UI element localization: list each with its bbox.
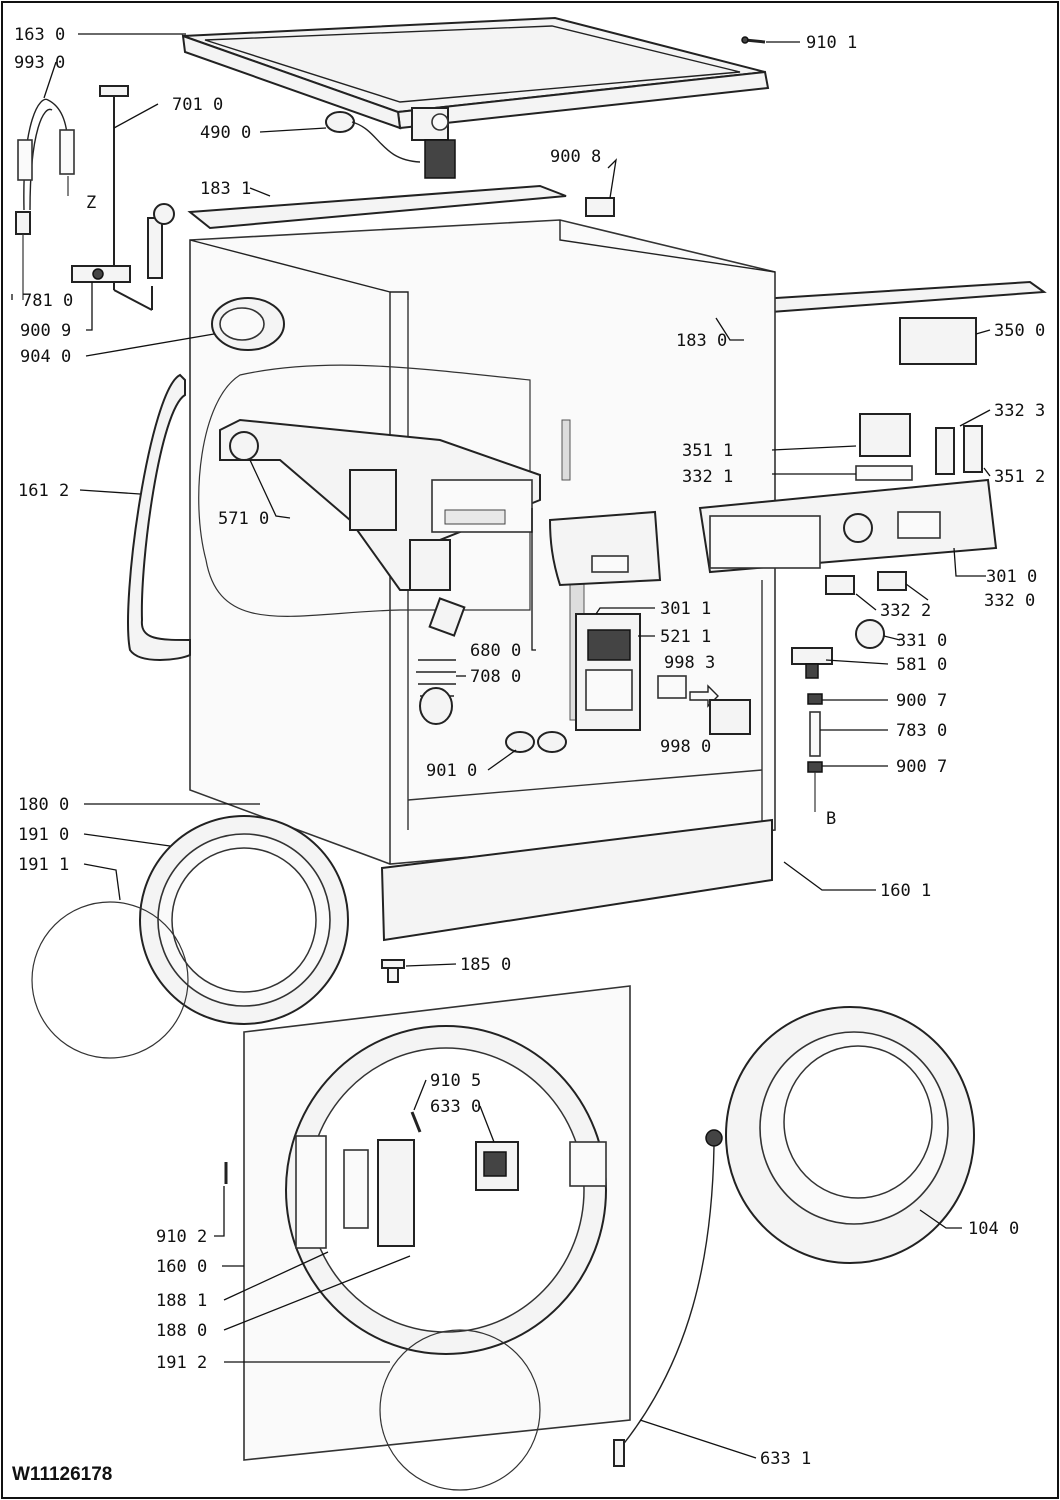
callout-332-0: 332 0 xyxy=(984,591,1035,611)
pressure-tube xyxy=(99,85,153,311)
callout-350-0: 350 0 xyxy=(994,321,1045,341)
callout-783-0: 783 0 xyxy=(896,721,947,741)
callout-910-2: 910 2 xyxy=(156,1227,207,1247)
callout-104-0: 104 0 xyxy=(968,1219,1019,1239)
callout-301-1: 301 1 xyxy=(660,599,711,619)
foot xyxy=(381,959,405,983)
callout-998-0: 998 0 xyxy=(660,737,711,757)
callout-labels: 163 0 993 0 701 0 490 0 910 1 900 8 183 … xyxy=(14,25,1045,1469)
marker-z: Z xyxy=(86,193,96,213)
rear-rail xyxy=(187,184,567,230)
callout-188-1: 188 1 xyxy=(156,1291,207,1311)
callout-571-0: 571 0 xyxy=(218,509,269,529)
callout-331-0: 331 0 xyxy=(896,631,947,651)
inlet-valve xyxy=(325,107,456,179)
electronic-module xyxy=(575,613,641,731)
callout-351-1: 351 1 xyxy=(682,441,733,461)
callout-191-2: 191 2 xyxy=(156,1353,207,1373)
detail-circle-lower xyxy=(379,1329,541,1491)
callout-993-0: 993 0 xyxy=(14,53,65,73)
callout-900-9: 900 9 xyxy=(20,321,71,341)
dampers xyxy=(505,731,567,753)
callout-332-2: 332 2 xyxy=(880,601,931,621)
document-id: W11126178 xyxy=(12,1464,113,1485)
callout-521-1: 521 1 xyxy=(660,627,711,647)
detail-circle-upper xyxy=(31,901,189,1059)
bracket-900-8 xyxy=(585,197,615,217)
lock-wire xyxy=(613,1129,723,1467)
marker-b: B xyxy=(826,809,836,829)
callout-183-1: 183 1 xyxy=(200,179,251,199)
callout-901-0: 901 0 xyxy=(426,761,477,781)
hose-elbow xyxy=(147,203,175,279)
callout-160-1: 160 1 xyxy=(880,881,931,901)
callout-633-1: 633 1 xyxy=(760,1449,811,1469)
rear-port xyxy=(211,297,285,351)
callout-900-7-upper: 900 7 xyxy=(896,691,947,711)
callout-180-0: 180 0 xyxy=(18,795,69,815)
cable-clamp xyxy=(71,265,131,283)
callout-708-0: 708 0 xyxy=(470,667,521,687)
callout-160-0: 160 0 xyxy=(156,1257,207,1277)
callout-998-3: 998 3 xyxy=(664,653,715,673)
callout-781-0: 781 0 xyxy=(22,291,73,311)
front-panel xyxy=(243,985,631,1461)
callout-910-5: 910 5 xyxy=(430,1071,481,1091)
callout-191-1: 191 1 xyxy=(18,855,69,875)
rear-support-bar xyxy=(127,373,191,661)
top-cover xyxy=(181,16,770,130)
dispenser-drawer xyxy=(548,510,662,587)
callout-332-3: 332 3 xyxy=(994,401,1045,421)
callout-188-0: 188 0 xyxy=(156,1321,207,1341)
callout-183-0: 183 0 xyxy=(676,331,727,351)
callout-701-0: 701 0 xyxy=(172,95,223,115)
callout-332-1: 332 1 xyxy=(682,467,733,487)
callout-351-2: 351 2 xyxy=(994,467,1045,487)
kickplate xyxy=(380,818,773,942)
callout-910-1: 910 1 xyxy=(806,33,857,53)
pressure-switch xyxy=(791,647,833,679)
callout-900-7-lower: 900 7 xyxy=(896,757,947,777)
callout-581-0: 581 0 xyxy=(896,655,947,675)
callout-191-0: 191 0 xyxy=(18,825,69,845)
electronic-boards xyxy=(855,317,983,481)
buttons-and-knob xyxy=(825,571,907,649)
pressure-hose-set xyxy=(807,693,823,812)
module-accessories xyxy=(657,675,751,735)
dispenser-hose xyxy=(416,597,466,725)
power-cable xyxy=(15,98,75,300)
callout-185-0: 185 0 xyxy=(460,955,511,975)
callout-904-0: 904 0 xyxy=(20,347,71,367)
door-gasket xyxy=(139,815,349,1025)
control-panel xyxy=(698,478,998,574)
callout-163-0: 163 0 xyxy=(14,25,65,45)
screw-910-1 xyxy=(741,36,766,44)
door xyxy=(725,1006,975,1264)
callout-161-2: 161 2 xyxy=(18,481,69,501)
callout-490-0: 490 0 xyxy=(200,123,251,143)
callout-301-0: 301 0 xyxy=(986,567,1037,587)
door-lock xyxy=(475,1141,519,1191)
leader-lines xyxy=(11,33,991,1459)
screws xyxy=(224,1111,422,1184)
detergent-dispenser xyxy=(219,418,541,591)
callout-680-0: 680 0 xyxy=(470,641,521,661)
callout-900-8: 900 8 xyxy=(550,147,601,167)
callout-633-0: 633 0 xyxy=(430,1097,481,1117)
